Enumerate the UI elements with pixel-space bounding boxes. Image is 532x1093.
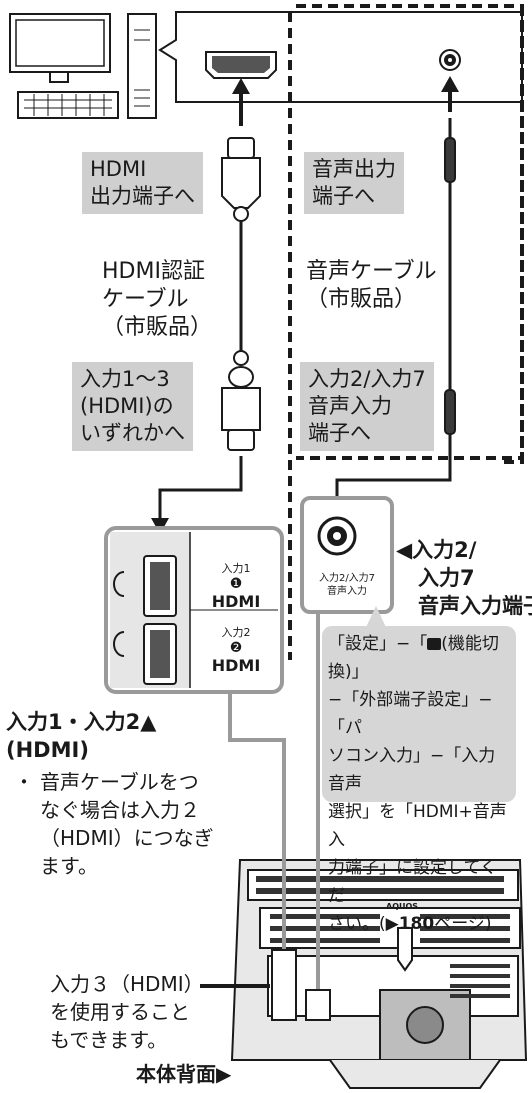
audio-cable	[444, 118, 456, 456]
label-line: 入力2/入力7	[318, 573, 376, 584]
note-text: ページ)	[434, 914, 492, 934]
port-input1: 入力1 ❶ HDMI	[196, 560, 276, 611]
hdmi-logo: HDMI	[211, 656, 261, 675]
note-text: 選択」を「HDMI+音声入	[328, 802, 507, 850]
rear-view-label: 本体背面▶	[136, 1060, 231, 1088]
audio-input-terminal-title: ◀入力2/ 入力7 音声入力端子	[396, 536, 532, 620]
arrow-to-pc-hdmi	[232, 78, 250, 126]
label-line: を使用すること	[50, 1000, 190, 1024]
bullet-note: ・ 音声ケーブルをつ なぐ場合は入力２ （HDMI）につなぎ ます。	[14, 768, 214, 880]
hdmi-route	[158, 456, 243, 520]
hdmi-output-terminal-label: HDMI 出力端子へ	[82, 152, 203, 214]
audio-route	[335, 456, 452, 502]
port-label: 入力1	[221, 562, 251, 575]
label-line: (HDMI)	[6, 738, 89, 762]
label-line: ◀入力2/	[396, 538, 477, 562]
aquos-logo: AQUOS	[386, 902, 418, 911]
label-line: （HDMI）につなぎ	[40, 826, 214, 850]
logo-text: AQUOS	[386, 902, 419, 911]
input3-note: 入力３（HDMI） を使用すること もできます。	[50, 970, 204, 1054]
audio-jack-caption: 入力2/入力7 音声入力	[304, 572, 390, 598]
label-line: 端子へ	[312, 184, 375, 208]
note-text: さい。(▶	[328, 914, 399, 934]
label-line: いずれかへ	[80, 421, 185, 445]
note-text: −「外部端子設定」−「パ	[328, 690, 493, 738]
label-line: なぐ場合は入力２	[40, 798, 200, 822]
hdmi-cable-label: HDMI認証 ケーブル （市販品）	[102, 258, 212, 342]
pc-icon	[9, 13, 157, 119]
port-number-icon: ❶	[229, 576, 243, 592]
audio-jack-panel	[300, 496, 394, 614]
label-line: 入力7	[418, 566, 475, 590]
audio-input-label: 入力2/入力7 音声入力 端子へ	[300, 362, 434, 451]
note-text: 「設定」−「	[328, 634, 428, 654]
label-line: 音声ケーブル	[306, 259, 437, 284]
label-line: （市販品）	[306, 287, 417, 312]
label-line: 本体背面▶	[136, 1062, 232, 1086]
pc-audio-jack	[439, 49, 461, 71]
tv-back-illustration	[230, 859, 528, 1089]
tv-vent-stripes	[256, 876, 510, 998]
input3-pointer	[200, 984, 270, 988]
note-text: (機能切換)」	[328, 634, 499, 682]
tv-terminal-area	[271, 949, 331, 1021]
arrow-to-pc-audio	[441, 76, 459, 112]
label-line: 端子へ	[308, 421, 371, 445]
hdmi-logo: HDMI	[211, 592, 261, 611]
audio-cable-label: 音声ケーブル （市販品）	[306, 258, 437, 314]
label-line: 音声入力端子	[418, 594, 532, 618]
settings-note: 「設定」−「(機能切換)」 −「外部端子設定」−「パ ソコン入力」−「入力音声 …	[322, 626, 516, 934]
function-switch-icon	[427, 638, 442, 650]
hdmi-port-panel	[104, 526, 284, 694]
inputs-title: 入力1・入力2▲ (HDMI)	[6, 708, 156, 764]
label-line: ケーブル	[102, 287, 189, 312]
label-line: 出力端子へ	[90, 184, 195, 208]
label-line: もできます。	[50, 1028, 168, 1052]
label-line: 音声出力	[312, 157, 396, 181]
label-line: 入力1・入力2▲	[6, 710, 157, 734]
note-text: 力端子」に設定してくだ	[328, 858, 497, 906]
hdmi-input-label: 入力1〜3 (HDMI)の いずれかへ	[72, 362, 193, 451]
label-line: 音声ケーブルをつ	[40, 770, 199, 794]
panel-to-tv-leaders	[228, 612, 320, 1000]
keyboard-keys	[24, 29, 150, 116]
audio-output-terminal-label: 音声出力 端子へ	[304, 152, 404, 214]
pc-hdmi-port	[205, 51, 277, 79]
port-input2: 入力2 ❷ HDMI	[196, 624, 276, 675]
label-line: 入力2/入力7	[308, 367, 426, 391]
port-number-icon: ❷	[229, 640, 243, 656]
label-line: (HDMI)の	[80, 394, 174, 418]
label-line: ます。	[40, 854, 98, 878]
label-line: HDMI	[90, 157, 147, 181]
label-line: 音声入力	[327, 586, 367, 597]
label-line: （市販品）	[102, 315, 213, 340]
port-label: 入力2	[221, 626, 251, 639]
page-reference: 180	[398, 914, 435, 934]
note-text: ソコン入力」−「入力音声	[328, 746, 496, 794]
label-line: 入力３（HDMI）	[50, 972, 204, 996]
bullet-text: 音声ケーブルをつ なぐ場合は入力２ （HDMI）につなぎ ます。	[14, 768, 214, 880]
hdmi-cable	[221, 137, 261, 451]
label-line: 入力1〜3	[80, 367, 170, 391]
label-line: HDMI認証	[102, 259, 205, 284]
bullet-mark: ・	[14, 770, 34, 794]
label-line: 音声入力	[308, 394, 392, 418]
